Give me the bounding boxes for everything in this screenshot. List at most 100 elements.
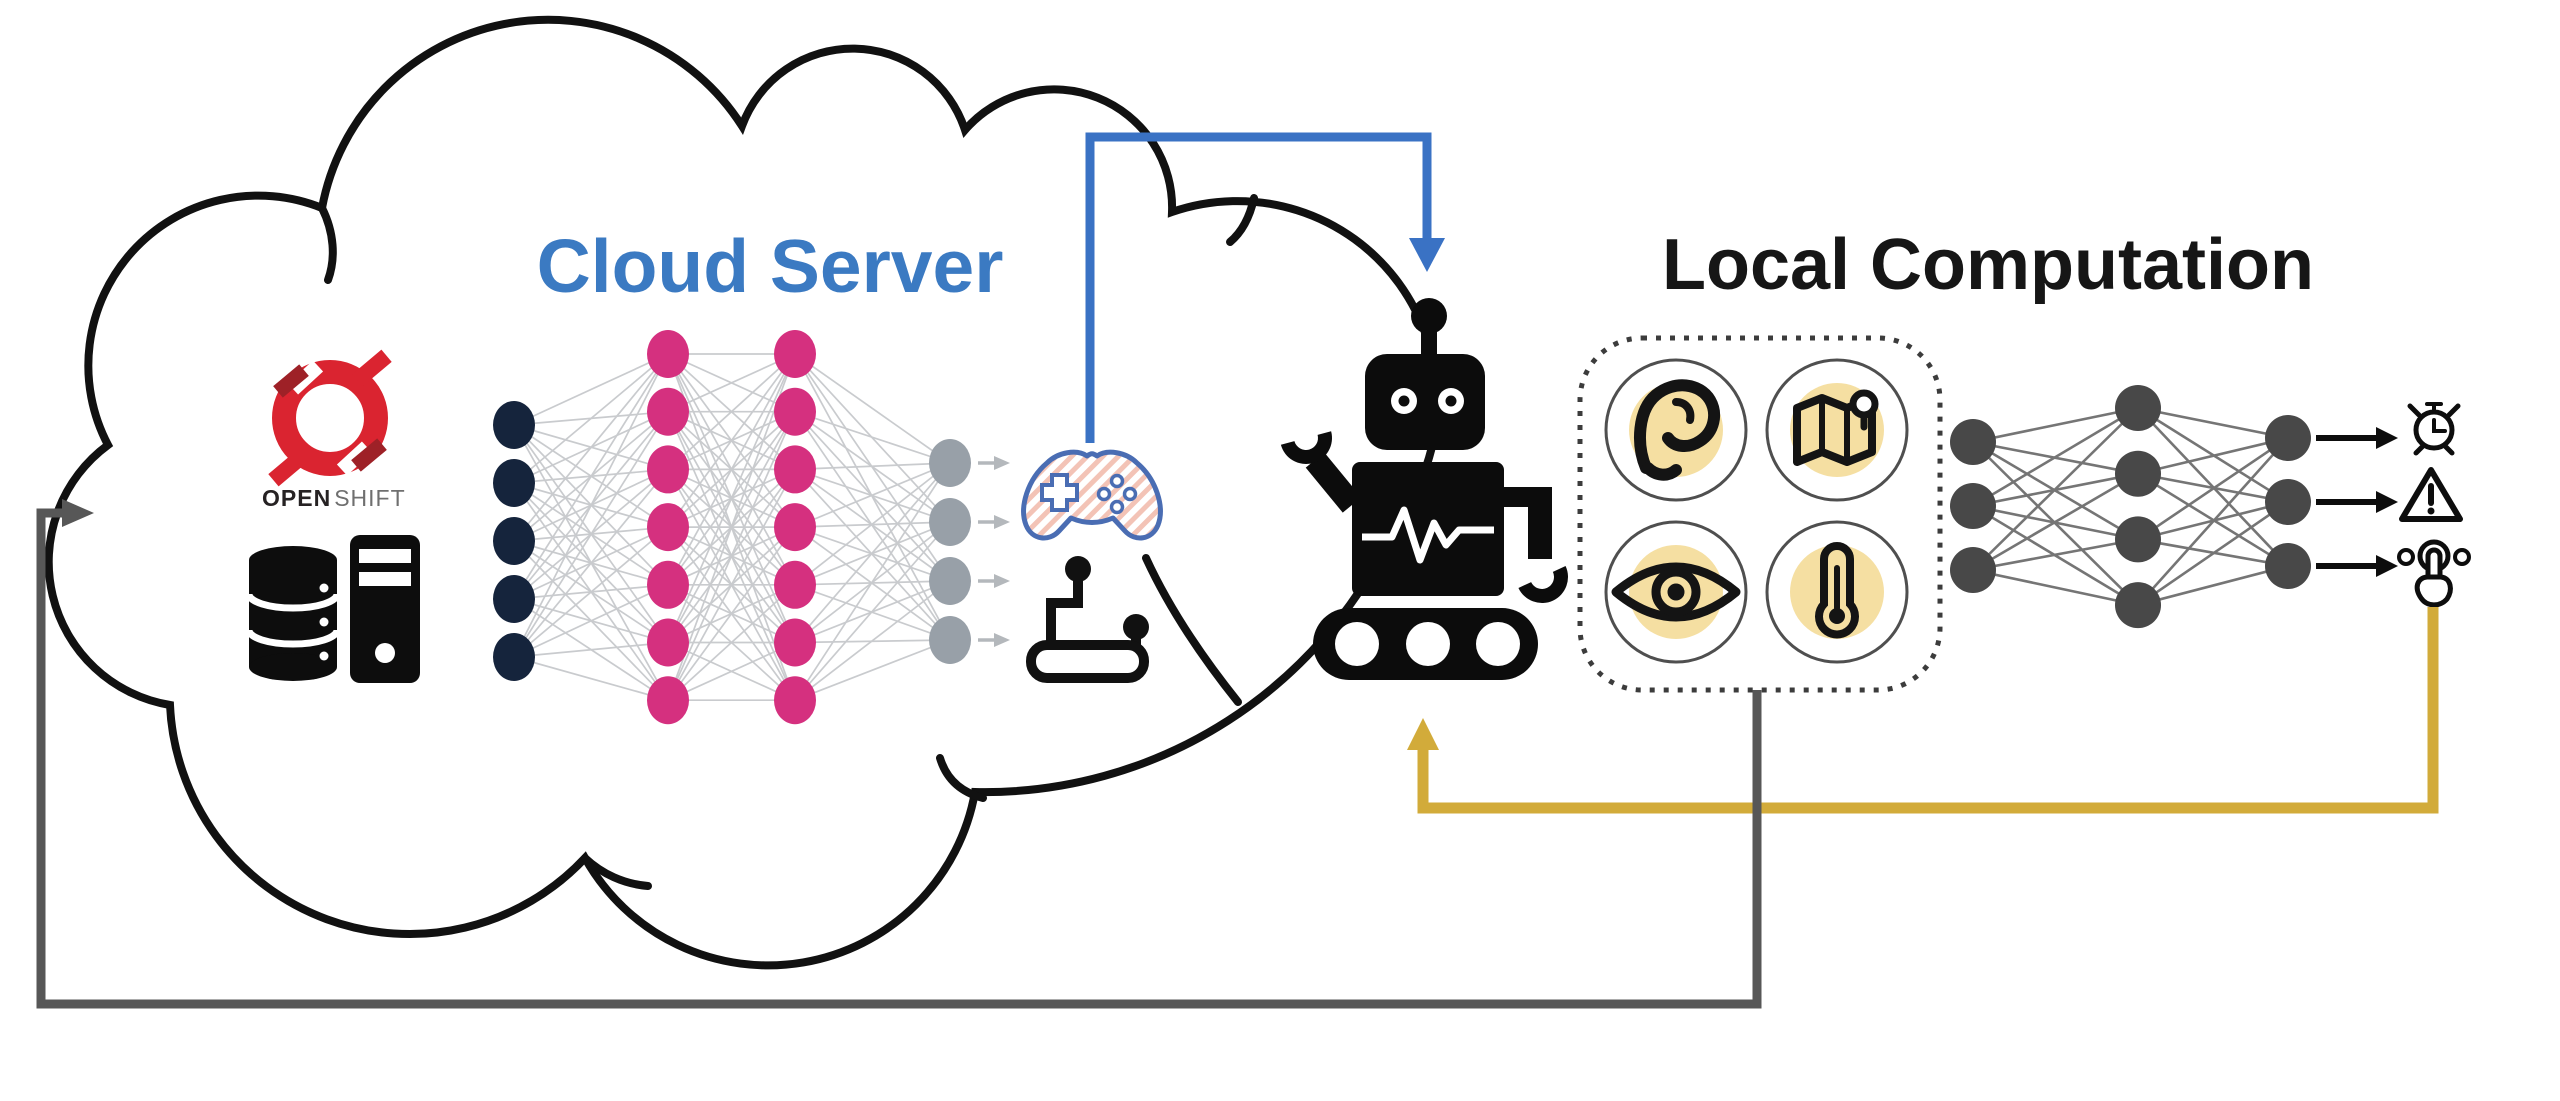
gold-feedback-arrow (1407, 607, 2439, 814)
network-node (647, 503, 689, 552)
network-node (774, 503, 816, 552)
gray-feedback-head (62, 499, 94, 527)
network-edge (667, 641, 796, 701)
network-node (493, 459, 535, 507)
network-edge (794, 639, 951, 701)
network-edge (1972, 406, 2139, 508)
network-node (2265, 479, 2311, 525)
network-edge (2137, 436, 2289, 541)
robot-heartbeat (1362, 506, 1494, 564)
cloud-network-output-arrows (978, 456, 1010, 647)
blue-arrow-line (1085, 132, 1432, 443)
warning-icon (2399, 467, 2463, 522)
gray-feedback-line (36, 508, 1762, 1009)
network-node (493, 633, 535, 681)
joystick-icon (1026, 556, 1149, 683)
network-node (774, 330, 816, 378)
network-node (647, 676, 689, 725)
network-edge (1972, 538, 2139, 572)
network-edge (513, 656, 669, 702)
network-edge (1972, 406, 2139, 444)
network-edge (794, 521, 951, 701)
local-computation-title: Local Computation (1662, 225, 2314, 305)
network-node (2265, 415, 2311, 461)
network-node (647, 560, 689, 609)
thermometer-icon (1765, 520, 1909, 664)
cloud-overshoot (936, 754, 987, 802)
network-node (647, 387, 689, 436)
network-node (1950, 419, 1996, 465)
network-node (2115, 516, 2161, 563)
network-node (647, 330, 689, 378)
network-edge (513, 468, 669, 658)
local-network-output-arrows (2316, 427, 2398, 577)
map-location-icon (1765, 358, 1909, 502)
alarm-clock-icon (2407, 402, 2461, 456)
network-edge (513, 526, 669, 658)
network-node (647, 445, 689, 494)
output-arrow-head (2376, 491, 2398, 513)
robot-left-gripper (1280, 431, 1332, 464)
network-edge (513, 353, 669, 600)
network-node (929, 498, 971, 546)
robot-right-gripper (1518, 566, 1568, 603)
gamepad-dpad (1040, 473, 1079, 512)
network-node (1950, 483, 1996, 529)
network-node (929, 439, 971, 487)
network-edge (794, 462, 951, 701)
network-edge (513, 353, 669, 542)
network-edge (1972, 407, 2139, 571)
network-node (774, 445, 816, 494)
network-node (2115, 582, 2161, 629)
network-edge (794, 410, 951, 464)
network-edge (667, 353, 796, 413)
network-edge (2137, 406, 2289, 440)
cloud-server-title: Cloud Server (537, 224, 1004, 308)
network-node (929, 557, 971, 605)
gamepad-button (1122, 486, 1138, 502)
gold-feedback-line (1417, 607, 2439, 814)
network-edge (513, 353, 669, 658)
network-edge (794, 462, 951, 528)
network-edge (667, 584, 796, 701)
network-edge (2137, 500, 2289, 607)
openshift-tab-dark (273, 364, 309, 398)
cloud-neural-network (493, 330, 971, 725)
output-arrow-head (994, 515, 1010, 529)
network-node (493, 575, 535, 623)
cloud-overshoot (1142, 554, 1242, 706)
blue-arrow (1085, 132, 1445, 443)
network-node (493, 517, 535, 565)
network-edge (794, 462, 951, 586)
openshift-tab (268, 449, 308, 487)
network-edge (667, 353, 796, 586)
network-edge (794, 462, 951, 471)
output-arrow-head (994, 574, 1010, 588)
cloud-sketch-overshoots (318, 194, 1258, 890)
network-edge (667, 353, 796, 528)
network-node (493, 401, 535, 449)
network-edge (794, 580, 951, 701)
network-node (2115, 450, 2161, 497)
network-edge (513, 353, 669, 484)
gamepad-icon (1021, 449, 1163, 541)
network-node (2115, 385, 2161, 431)
openshift-tab-dark (351, 438, 387, 472)
network-edge (667, 526, 796, 701)
network-edge (2137, 564, 2289, 607)
network-edge (2137, 437, 2289, 606)
network-node (647, 618, 689, 667)
cloud-overshoot (318, 204, 337, 284)
network-edge (667, 353, 796, 643)
network-edge (1972, 568, 2139, 607)
cloud-overshoot (1226, 194, 1258, 246)
blue-arrow-head (1409, 238, 1445, 272)
network-node (774, 618, 816, 667)
output-arrow-head (2376, 555, 2398, 577)
robot-icon (1280, 298, 1568, 680)
openshift-label-shift: SHIFT (334, 485, 405, 511)
network-edge (667, 353, 796, 471)
network-node (774, 560, 816, 609)
